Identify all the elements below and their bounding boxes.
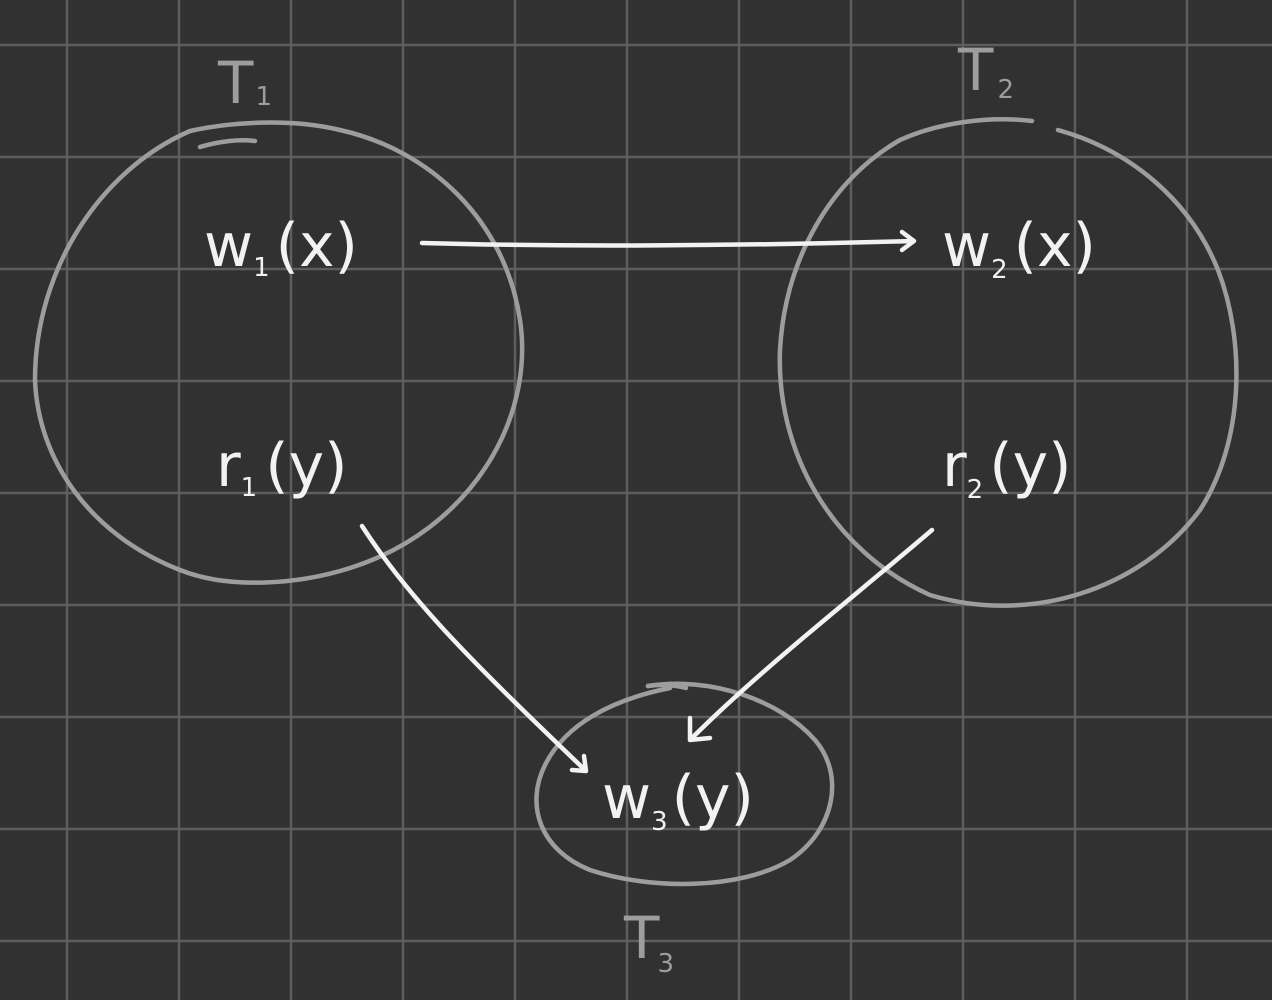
operation-w1x: w1(x) bbox=[204, 211, 358, 283]
operation-r1y-subscript: 1 bbox=[241, 473, 258, 503]
edge-r2y-to-w3y bbox=[689, 527, 935, 741]
operation-r2y-op: r bbox=[942, 431, 967, 501]
transaction-t1-subscript: 1 bbox=[255, 82, 272, 112]
operation-w1x-op: w bbox=[204, 211, 253, 281]
transaction-t1-name: T bbox=[217, 49, 254, 117]
operation-r2y-subscript: 2 bbox=[967, 475, 984, 505]
operation-w2x-subscript: 2 bbox=[991, 255, 1008, 285]
operation-w3y-subscript: 3 bbox=[651, 807, 668, 837]
operation-w2x: w2(x) bbox=[942, 211, 1096, 285]
transaction-t3-circle bbox=[534, 681, 835, 887]
edge-w1x-to-w2x bbox=[419, 238, 915, 248]
transaction-t2-subscript: 2 bbox=[997, 75, 1014, 105]
transaction-t2-name: T bbox=[957, 36, 994, 104]
transaction-t1-label: T1 bbox=[217, 49, 272, 117]
transaction-t3-name: T bbox=[623, 904, 660, 972]
operation-w1x-subscript: 1 bbox=[253, 253, 270, 283]
operation-w2x-arg: (x) bbox=[1014, 211, 1096, 281]
operation-w3y-op: w bbox=[602, 763, 651, 833]
transaction-t1-circle-tick bbox=[197, 138, 258, 150]
operation-w3y-arg: (y) bbox=[672, 763, 754, 833]
edge-w1x-to-w2x-arrowhead bbox=[899, 229, 917, 253]
operation-w3y: w3(y) bbox=[602, 763, 754, 837]
operation-w1x-arg: (x) bbox=[276, 211, 358, 281]
transaction-t1-circle bbox=[32, 120, 525, 585]
edge-r2y-to-w3y-arrowhead bbox=[687, 715, 713, 743]
operation-r1y: r1(y) bbox=[216, 431, 348, 503]
operation-w2x-op: w bbox=[942, 211, 991, 281]
transaction-t2-circle bbox=[777, 117, 1239, 608]
edge-r1y-to-w3y-arrowhead bbox=[569, 753, 589, 774]
transaction-t3-subscript: 3 bbox=[657, 949, 674, 979]
transaction-t3-label: T3 bbox=[623, 904, 674, 979]
operation-r1y-arg: (y) bbox=[265, 431, 347, 501]
operation-r2y-arg: (y) bbox=[989, 431, 1071, 501]
edge-r1y-to-w3y bbox=[359, 523, 588, 773]
operation-r1y-op: r bbox=[216, 431, 241, 501]
transaction-t3-circle-tick bbox=[645, 682, 689, 691]
operation-r2y: r2(y) bbox=[942, 431, 1072, 505]
